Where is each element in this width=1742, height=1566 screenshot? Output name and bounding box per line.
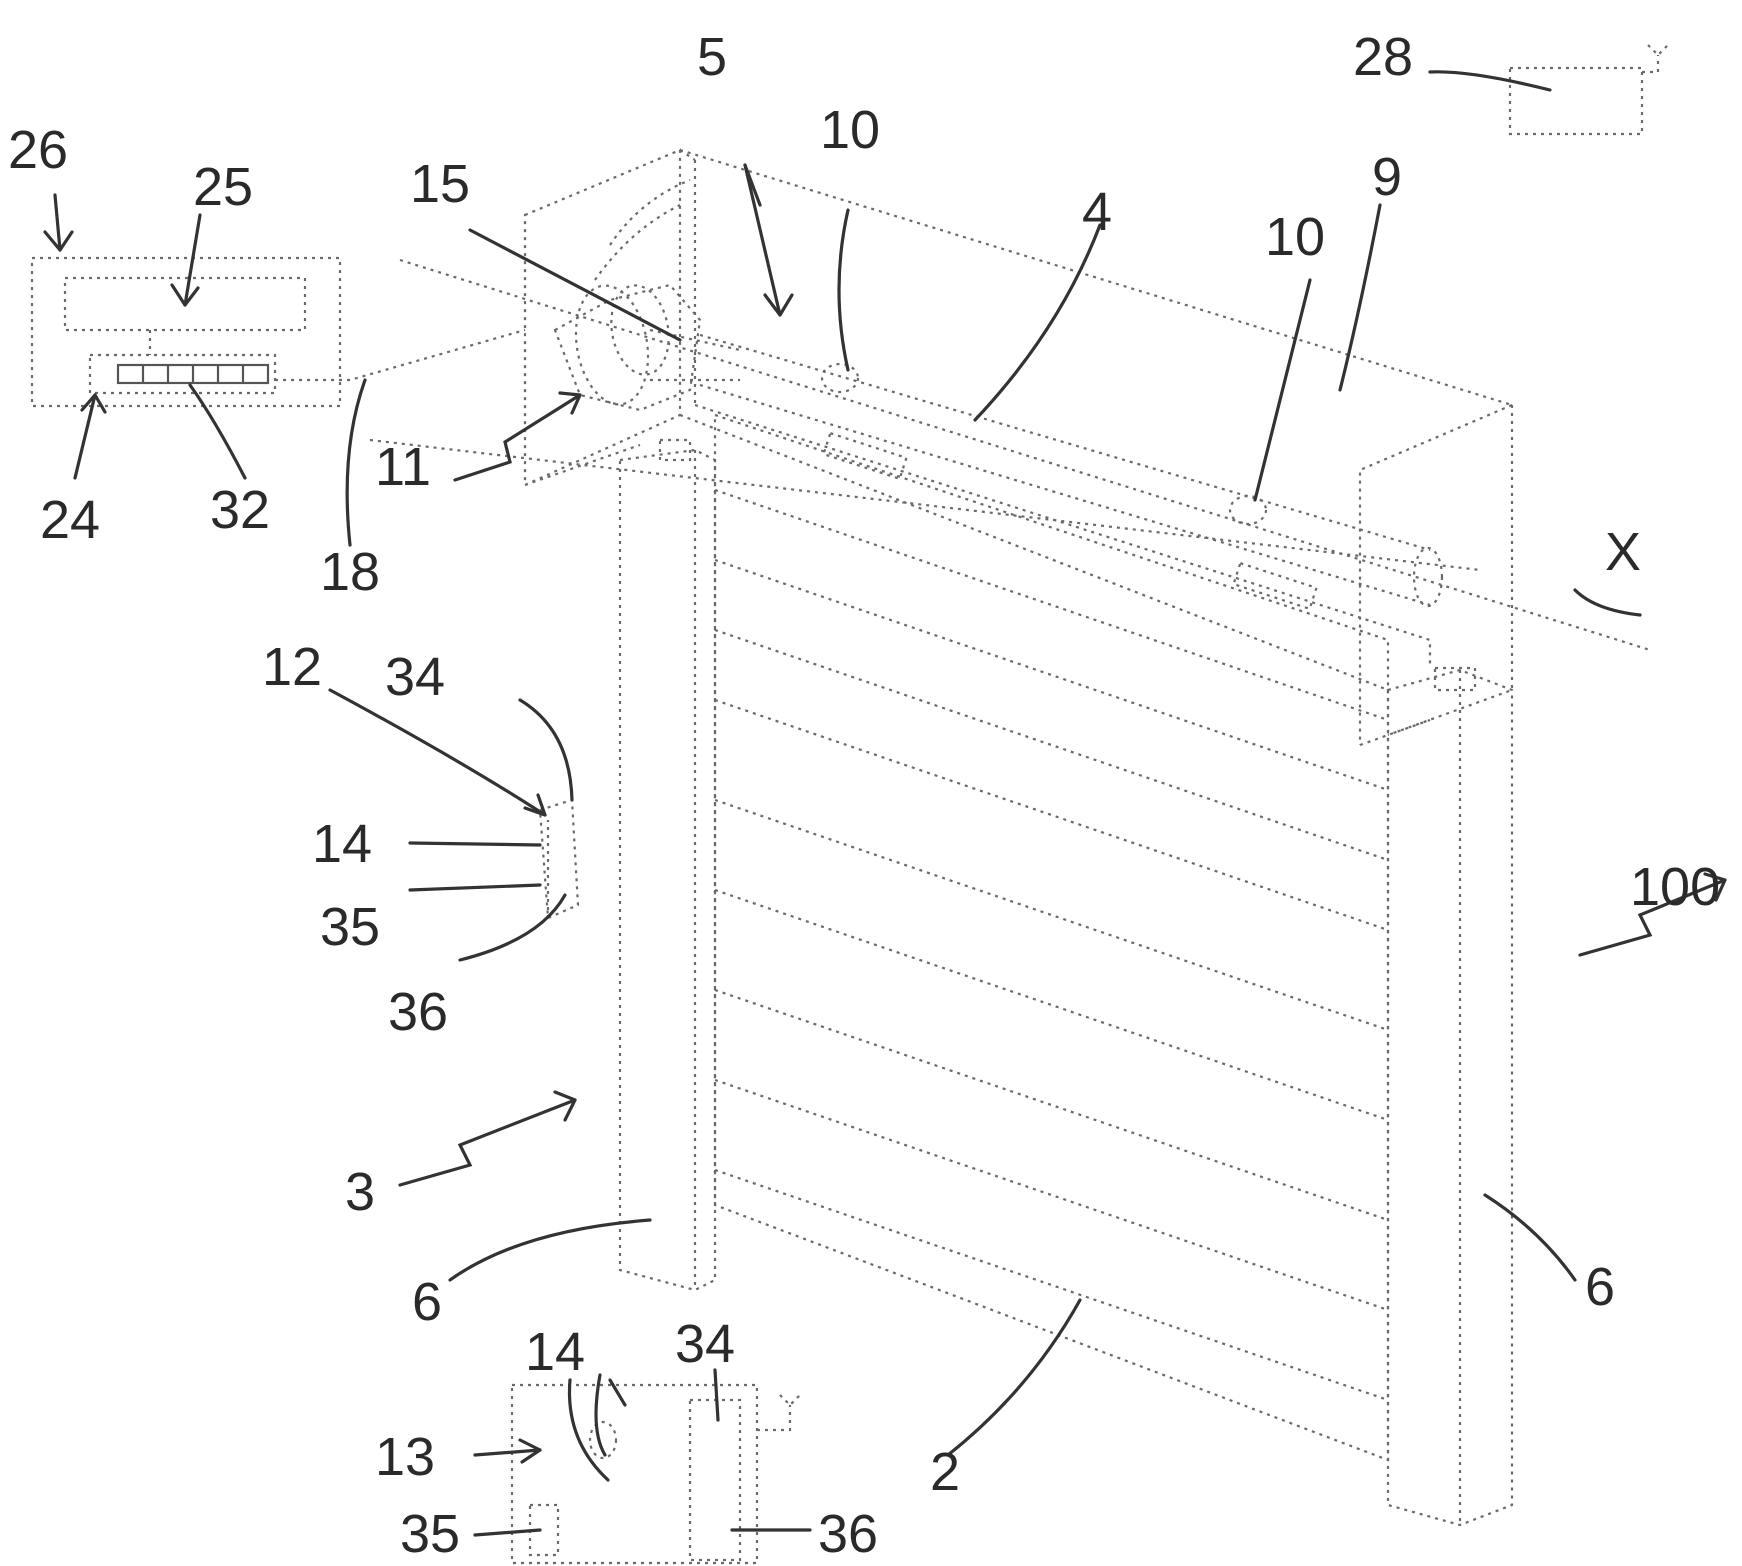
label-5: 5 bbox=[697, 27, 727, 87]
label-35b: 35 bbox=[400, 1504, 460, 1564]
label-28: 28 bbox=[1353, 27, 1413, 87]
label-3: 3 bbox=[345, 1162, 375, 1222]
label-6a: 6 bbox=[412, 1272, 442, 1332]
label-26: 26 bbox=[8, 120, 68, 180]
label-13: 13 bbox=[375, 1427, 435, 1487]
label-10b: 10 bbox=[1265, 207, 1325, 267]
sensor-12 bbox=[538, 798, 580, 920]
label-34b: 34 bbox=[675, 1314, 735, 1374]
keypad-24 bbox=[88, 353, 277, 395]
guide-rail-left bbox=[618, 438, 717, 1292]
label-11: 11 bbox=[375, 437, 431, 497]
winding-tube bbox=[369, 258, 1651, 652]
label-36a: 36 bbox=[388, 982, 448, 1042]
label-100: 100 bbox=[1630, 857, 1720, 917]
label-14a: 14 bbox=[312, 814, 372, 874]
reference-numerals: 26 25 24 32 18 15 5 10 10 4 9 28 X 11 12… bbox=[8, 27, 1720, 1564]
label-X: X bbox=[1605, 522, 1641, 582]
drive-motor-assembly bbox=[553, 178, 741, 412]
end-stop-elements bbox=[820, 362, 1318, 611]
display-25 bbox=[63, 276, 307, 332]
control-unit-26 bbox=[30, 256, 526, 408]
remote-control-28 bbox=[1508, 44, 1669, 136]
label-25: 25 bbox=[193, 157, 253, 217]
label-10a: 10 bbox=[820, 100, 880, 160]
shutter-box bbox=[523, 148, 1514, 747]
label-2: 2 bbox=[930, 1442, 960, 1502]
label-18: 18 bbox=[320, 542, 380, 602]
leader-lines bbox=[43, 70, 1727, 1537]
label-15: 15 bbox=[410, 154, 470, 214]
label-32: 32 bbox=[210, 480, 270, 540]
label-12: 12 bbox=[262, 637, 322, 697]
label-36b: 36 bbox=[818, 1504, 878, 1564]
sensor-13 bbox=[510, 1383, 801, 1565]
label-9: 9 bbox=[1372, 147, 1402, 207]
shutter-curtain bbox=[713, 413, 1390, 1462]
label-6b: 6 bbox=[1585, 1257, 1615, 1317]
label-4: 4 bbox=[1082, 182, 1112, 242]
guide-rail-right bbox=[1386, 666, 1514, 1527]
label-34a: 34 bbox=[385, 647, 445, 707]
label-24: 24 bbox=[40, 490, 100, 550]
label-14b: 14 bbox=[525, 1322, 585, 1382]
label-35a: 35 bbox=[320, 897, 380, 957]
